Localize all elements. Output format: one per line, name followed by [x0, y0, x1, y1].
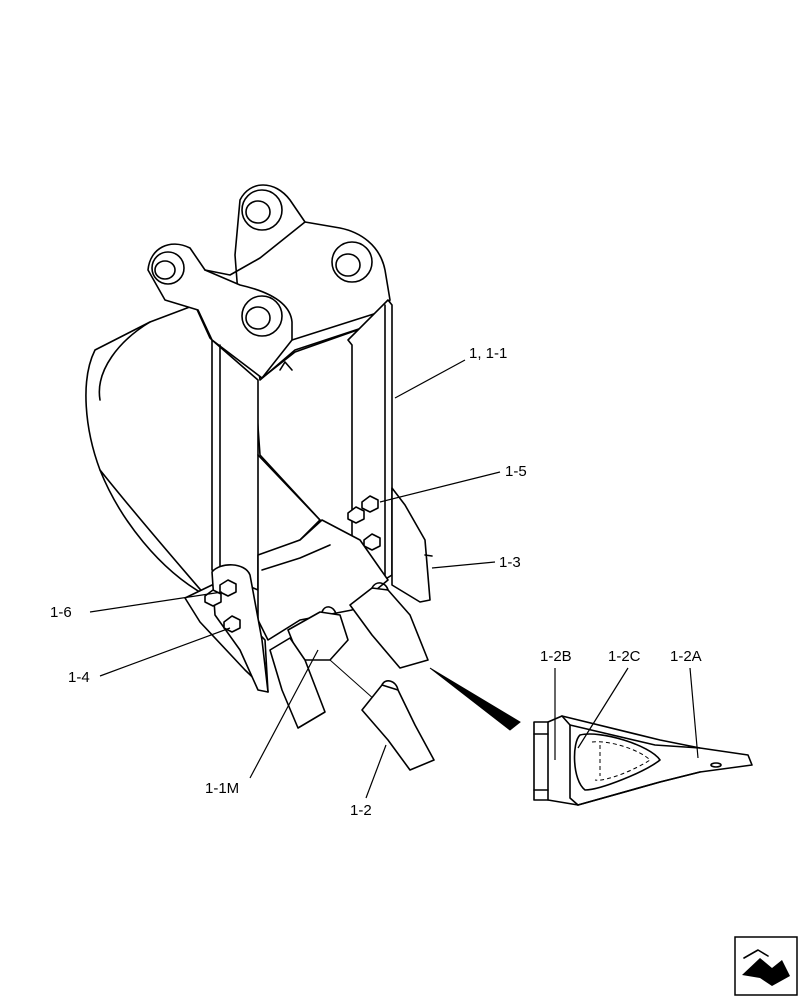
- hinge-bracket: [147, 184, 391, 381]
- label-tooth: 1-2: [350, 802, 372, 819]
- detail-pointer: [429, 667, 521, 731]
- label-tooth-tip: 1-2A: [670, 648, 702, 665]
- leader-lines: [89, 359, 699, 799]
- side-plates: [211, 299, 393, 601]
- label-bucket-assembly: 1, 1-1: [469, 345, 507, 362]
- tooth-detail: [533, 715, 753, 806]
- tooth-exploded: [329, 659, 435, 771]
- callout-labels: 1, 1-1 1-5 1-3 1-6 1-4 1-1M 1-2 1-2B 1-2…: [50, 345, 702, 819]
- side-cutter: [391, 487, 433, 603]
- bolts-right: [347, 495, 381, 551]
- next-page-arrow-icon[interactable]: [734, 936, 798, 996]
- label-nut: 1-6: [50, 604, 72, 621]
- label-bolt-lower: 1-4: [68, 669, 90, 686]
- label-tooth-retainer: 1-2C: [608, 648, 641, 665]
- label-bolt: 1-5: [505, 463, 527, 480]
- label-tooth-pin: 1-2B: [540, 648, 572, 665]
- left-bracket: [204, 564, 269, 693]
- label-adapter: 1-1M: [205, 780, 239, 797]
- label-side-cutter: 1-3: [499, 554, 521, 571]
- adapters: [184, 582, 429, 729]
